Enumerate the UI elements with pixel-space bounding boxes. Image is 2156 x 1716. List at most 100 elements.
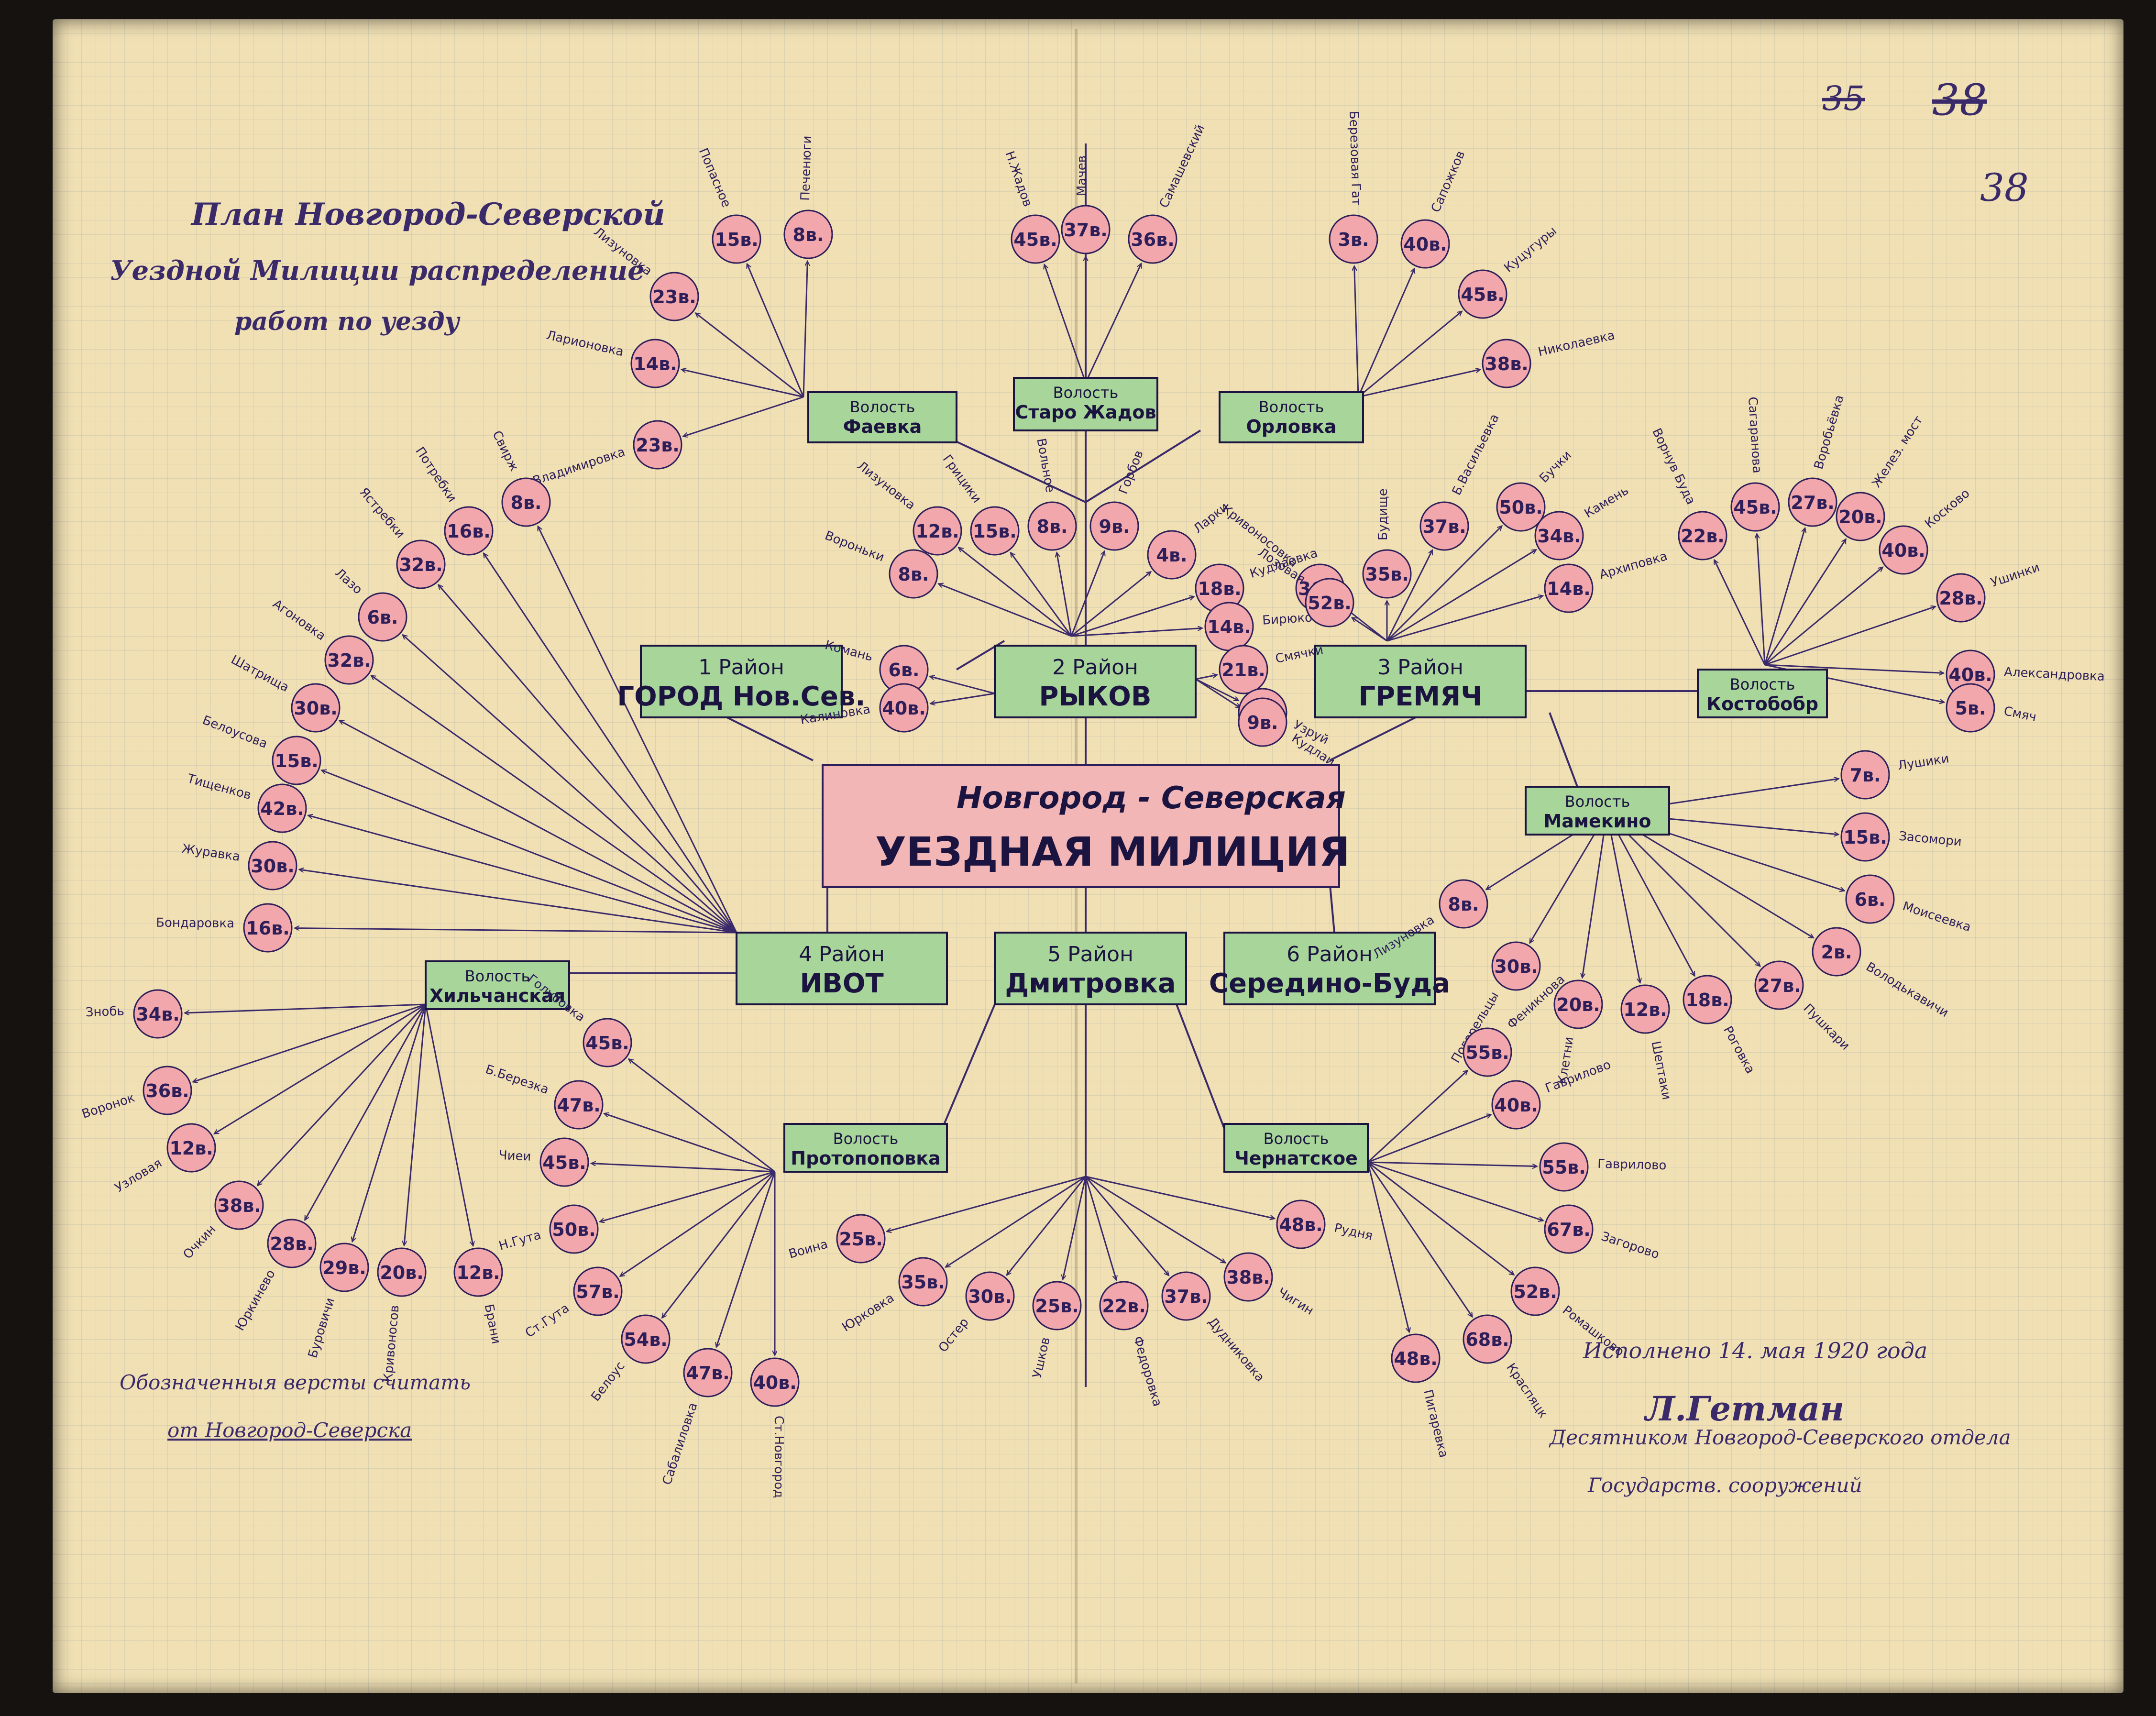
- box-frame: [783, 1123, 948, 1173]
- village-marker: 38в.Чигин: [1223, 1252, 1316, 1318]
- village-name: Николаевка: [1537, 328, 1616, 359]
- village-distance: 45в.: [585, 1033, 629, 1054]
- village-name: Лизуновка: [854, 459, 918, 513]
- village-distance: 37в.: [1064, 220, 1107, 241]
- village-distance: 22в.: [1102, 1296, 1145, 1317]
- village-marker: 20в.Кривоносов: [377, 1247, 427, 1383]
- village-distance: 8в.: [898, 564, 929, 585]
- village-distance: 16в.: [246, 918, 289, 939]
- village-connector: [1195, 678, 1239, 702]
- village-connector: [887, 1176, 1086, 1232]
- village-distance: 21в.: [1221, 660, 1265, 681]
- village-marker: 25в.Воина: [787, 1214, 886, 1264]
- village-connector: [1606, 813, 1695, 976]
- box-label-top: 4 Район: [799, 942, 885, 967]
- village-name: Белоус: [588, 1359, 627, 1404]
- village-distance: 52в.: [1513, 1281, 1557, 1302]
- village-distance: 30в.: [968, 1286, 1012, 1307]
- village-distance: 40в.: [753, 1372, 796, 1393]
- village-circle: [1400, 219, 1450, 269]
- box-frame: [1223, 932, 1436, 1005]
- village-marker: 35в.Юрковка: [839, 1257, 948, 1335]
- box-label-name: Протопоповка: [791, 1148, 940, 1169]
- village-distance: 15в.: [973, 521, 1016, 542]
- box-frame: [425, 960, 570, 1010]
- footnote-line1: Обозначенныя версты считать: [120, 1371, 471, 1394]
- village-distance: 12в.: [1623, 999, 1667, 1020]
- village-circle: [324, 635, 374, 685]
- page-number: 38: [1980, 165, 2029, 210]
- village-circle: [1936, 573, 1986, 623]
- village-distance: 38в.: [1226, 1267, 1270, 1288]
- village-name: Ушков: [1030, 1336, 1053, 1379]
- box-label-name: Дмитровка: [1005, 968, 1176, 999]
- box-label-top: Волость: [850, 398, 915, 416]
- village-name: Шептаки: [1649, 1040, 1674, 1101]
- village-distance: 9в.: [1247, 712, 1278, 733]
- box-label-top: Волость: [1565, 792, 1630, 811]
- village-distance: 45в.: [542, 1152, 586, 1173]
- village-circle: [1223, 1252, 1273, 1302]
- village-connector: [193, 1003, 426, 1082]
- village-connector: [1764, 539, 1847, 665]
- village-connector: [662, 1171, 776, 1318]
- village-distance: 4в.: [1156, 545, 1188, 566]
- village-name: Пигаревка: [1420, 1388, 1451, 1459]
- village-connector: [930, 693, 995, 704]
- village-marker: 9в.Горбов: [1089, 448, 1146, 551]
- village-distance: 36в.: [1131, 229, 1174, 250]
- village-connector: [1367, 1161, 1543, 1221]
- village-connector: [1070, 551, 1105, 637]
- village-marker: 40в.Ст.Новгород: [750, 1357, 800, 1498]
- village-marker: 48в.Рудня: [1276, 1199, 1374, 1249]
- village-distance: 16в.: [447, 521, 490, 542]
- village-circle: [1147, 530, 1197, 580]
- village-marker: 40в.Гаврилово: [1491, 1057, 1613, 1130]
- village-connector: [1357, 268, 1415, 397]
- village-name: Ворнув Буда: [1649, 426, 1698, 507]
- village-circle: [836, 1214, 886, 1264]
- center-box: Новгород - Северская УЕЗДНАЯ МИЛИЦИЯ: [822, 764, 1350, 888]
- village-circle: [248, 841, 297, 891]
- village-distance: 28в.: [270, 1233, 313, 1254]
- village-connector: [1354, 266, 1359, 397]
- village-name: Вороньки: [823, 528, 886, 565]
- village-marker: 21в.Смячки: [1219, 643, 1324, 694]
- village-circle: [143, 1066, 192, 1115]
- village-marker: 32в.Агоновка: [270, 597, 374, 685]
- footnote-line2: от Новгород-Северска: [167, 1419, 412, 1442]
- village-name: Тищенков: [185, 771, 253, 803]
- village-circle: [1946, 683, 1995, 733]
- village-connector: [1063, 1176, 1087, 1279]
- village-distance: 5в.: [1955, 698, 1986, 719]
- village-connector: [1386, 550, 1433, 641]
- village-name: Юрковка: [839, 1291, 897, 1335]
- village-connector: [683, 396, 804, 437]
- village-name: Горбов: [1116, 448, 1146, 496]
- village-circle: [1836, 492, 1885, 541]
- box-frame: [994, 932, 1187, 1005]
- page-number-crossed: 38: [1932, 75, 1987, 125]
- village-circle: [633, 420, 682, 470]
- village-distance: 15в.: [1843, 827, 1887, 848]
- box-frame: [1013, 377, 1158, 431]
- village-distance: 6в.: [889, 660, 920, 681]
- village-name: Свирж: [489, 429, 521, 473]
- village-name: Ушинки: [1989, 560, 2042, 590]
- village-connector: [628, 1059, 775, 1173]
- village-name: Юркинево: [233, 1267, 278, 1333]
- village-marker: 12в.Узловая: [112, 1123, 216, 1196]
- village-connector: [1386, 549, 1536, 642]
- box-label-top: 5 Район: [1047, 942, 1133, 967]
- village-name: Сапожков: [1429, 149, 1468, 215]
- village-name: Н.Жадов: [1002, 149, 1034, 209]
- box-frame: [736, 932, 948, 1005]
- box-frame: [1525, 786, 1670, 836]
- village-circle: [1534, 511, 1584, 561]
- village-marker: 50в.Н.Гута: [497, 1204, 599, 1254]
- village-circle: [539, 1137, 589, 1187]
- village-circle: [444, 506, 494, 556]
